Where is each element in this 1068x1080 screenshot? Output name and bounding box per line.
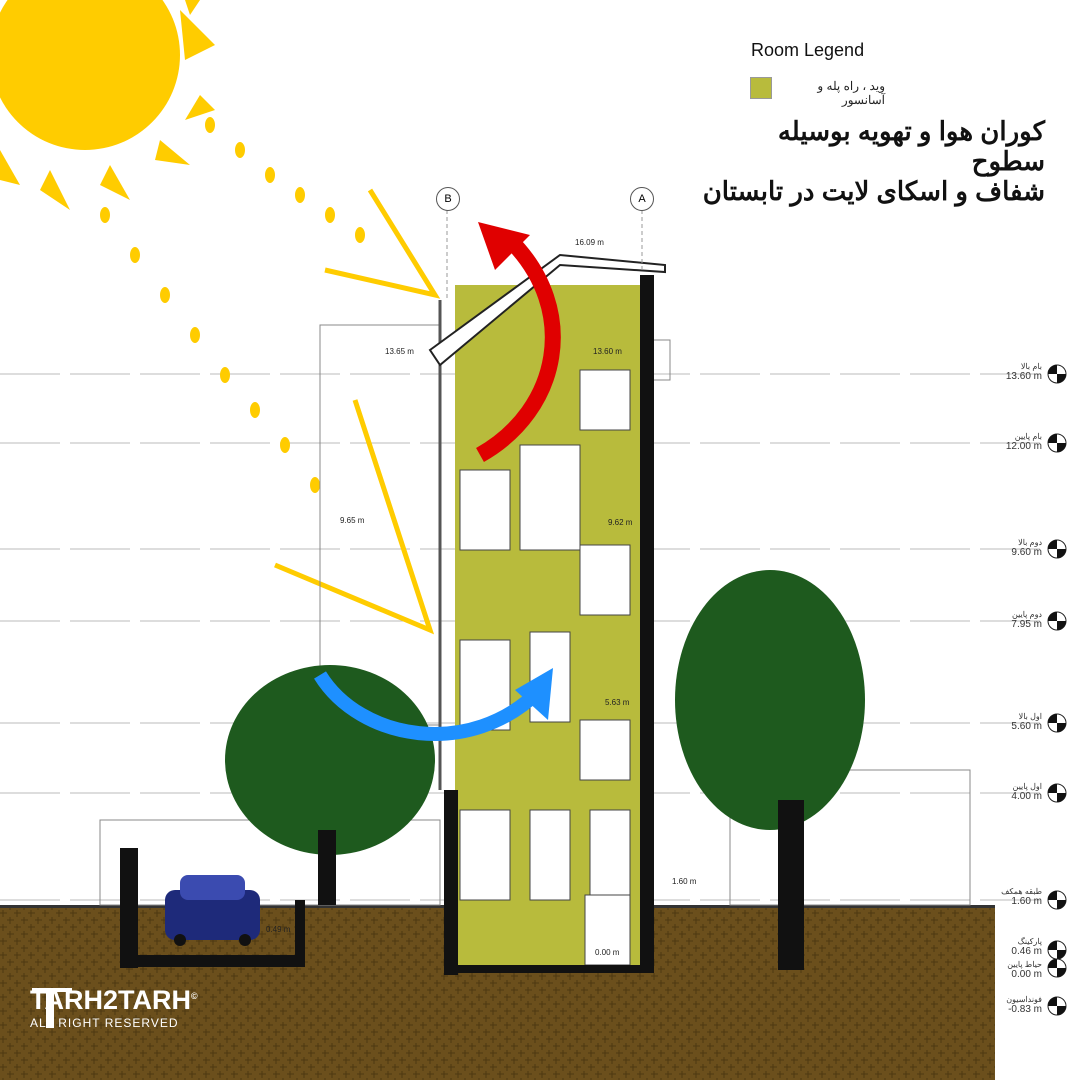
dimension-label: 9.65 m — [340, 516, 365, 525]
hot-air-arrow — [478, 222, 530, 270]
logo-tagline: ALL RIGHT RESERVED — [30, 1016, 179, 1030]
logo-brand: TARH2TARH — [30, 985, 191, 1015]
logo-mark — [32, 988, 72, 1028]
tree-icon — [225, 570, 865, 970]
dimension-label: 9.62 m — [608, 518, 633, 527]
dimension-label: 0.00 m — [595, 948, 620, 957]
sun-icon — [0, 0, 215, 210]
legend-title: Room Legend — [751, 40, 865, 60]
logo-copyright: © — [191, 991, 198, 1001]
level-label: فونداسیون-0.83 m — [1006, 995, 1042, 1015]
cool-air-arrow — [515, 668, 553, 720]
dimension-label: 13.60 m — [593, 347, 622, 356]
car-icon — [165, 875, 260, 946]
grid-tag-b: B — [436, 187, 460, 211]
grid-tag-a: A — [630, 187, 654, 211]
title-line-2: شفاف و اسکای لایت در تابستان — [702, 176, 1045, 206]
dimension-label: 0.49 m — [266, 925, 291, 934]
sun-rays — [100, 117, 365, 493]
dimension-label: 5.63 m — [605, 698, 630, 707]
title-line-1: کوران هوا و تهویه بوسیله سطوح — [777, 116, 1045, 176]
dimension-label: 1.60 m — [672, 877, 697, 886]
legend-label-void: وید ، راه پله و آسانسور — [817, 79, 885, 107]
diagram-title: کوران هوا و تهویه بوسیله سطوح شفاف و اسک… — [700, 116, 1045, 206]
logo: TARH2TARH© ALL RIGHT RESERVED — [30, 985, 198, 1030]
dimension-label: 16.09 m — [575, 238, 604, 247]
dimension-label: 13.65 m — [385, 347, 414, 356]
legend-swatch-void — [750, 77, 772, 99]
level-marker-icons — [1047, 364, 1067, 1016]
